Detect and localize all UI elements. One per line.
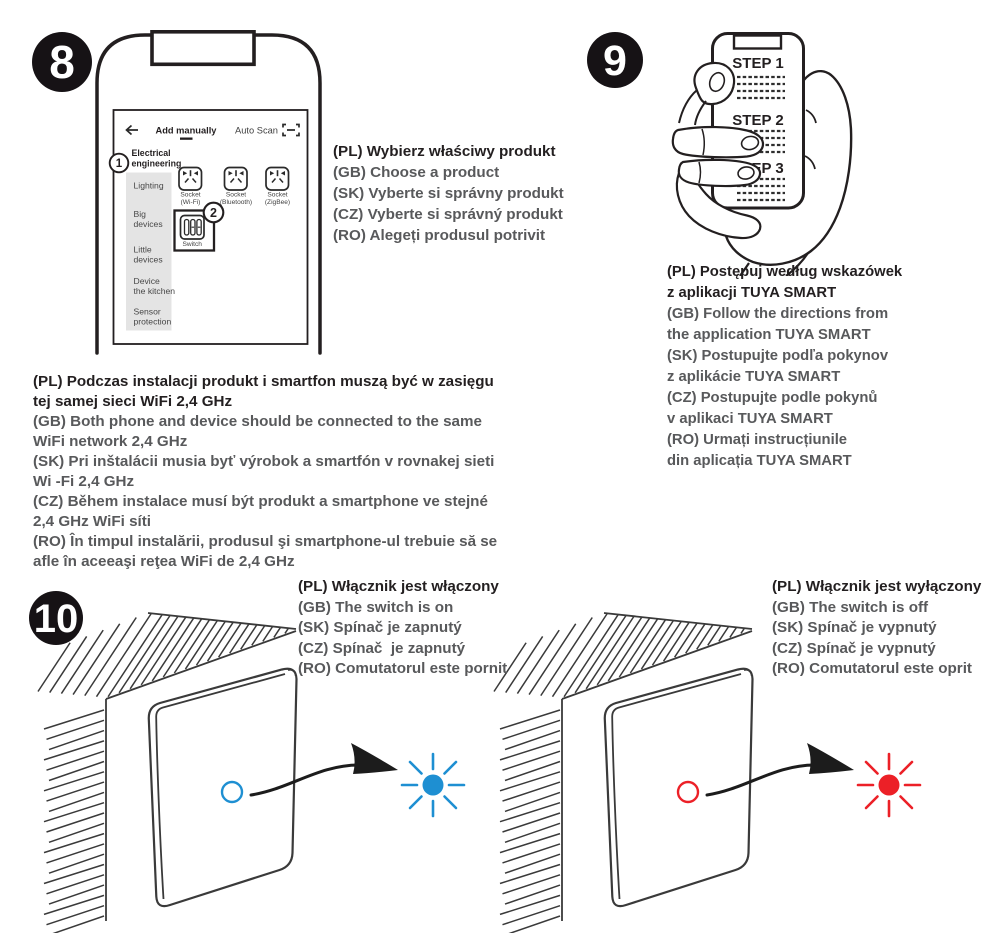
step10-badge: [29, 591, 83, 645]
step9-text-gb2: the application TUYA SMART: [667, 327, 871, 343]
wifi-note-ro1: (RO) În timpul instalării, produsul şi s…: [33, 533, 498, 550]
finger-lower: [677, 158, 762, 188]
thumb: [693, 61, 736, 106]
fingernail-upper: [740, 135, 760, 151]
step9-text-ro1: (RO) Urmați instrucțiunile: [667, 432, 848, 448]
step9-text-pl1: (PL) Postępuj według wskazówek: [667, 264, 903, 280]
step9-badge: [587, 32, 643, 88]
step8-text-gb: (GB) Choose a product: [333, 164, 500, 181]
tab-underline: [180, 137, 193, 140]
category-title-line1: Electrical: [132, 148, 171, 158]
tile-switch: Switch 2: [173, 201, 225, 252]
wrist-lines: [739, 252, 809, 276]
hand-mass: [675, 170, 762, 240]
switch-off-gb: (GB) The switch is off: [772, 598, 929, 616]
phone-notch: [150, 30, 256, 67]
callout-1-circle: [108, 152, 130, 174]
tile-socket-zigbee: Socket (ZigBee): [265, 166, 290, 206]
sidebar-item-big-devices-1: Big: [134, 209, 147, 219]
wifi-note-cz2: 2,4 GHz WiFi síti: [33, 513, 152, 530]
tile-label: Socket: [180, 192, 200, 199]
step1-label: STEP 1: [732, 55, 783, 72]
step9-text-cz2: v aplikaci TUYA SMART: [667, 411, 833, 427]
wifi-note-pl2: tej samej sieci WiFi 2,4 GHz: [33, 393, 233, 410]
knuckle-lines: [804, 109, 817, 170]
step9-text-sk2: z aplikácie TUYA SMART: [667, 369, 841, 385]
step8-text-sk: (SK) Vyberte si správny produkt: [333, 185, 564, 202]
wifi-note-block: (PL) Podczas instalacji produkt i smartf…: [33, 372, 497, 572]
phone9-notch: [732, 34, 783, 50]
wifi-note-sk1: (SK) Pri inštalácii musia byť výrobok a …: [33, 453, 495, 470]
step8-text-block: (PL) Wybierz właściwy produkt (GB) Choos…: [333, 141, 564, 246]
phone8-illustration: Add manually Auto Scan 1 Electrical engi…: [95, 30, 322, 355]
wifi-note-pl1: (PL) Podczas instalacji produkt i smartf…: [33, 373, 494, 390]
scan-frame-icon: [282, 123, 300, 137]
step8-text-ro: (RO) Alegeți produsul potrivit: [333, 227, 546, 244]
sidebar-item-device-kitchen-1: Device: [134, 276, 160, 286]
step10-illustration: 10: [29, 591, 922, 933]
back-arrow-icon: [125, 124, 138, 136]
sidebar-item-lighting: Lighting: [134, 181, 164, 191]
switch-off-ro: (RO) Comutatorul este oprit: [772, 660, 972, 678]
switch-off-text-block: (PL) Włącznik jest wyłączony (GB) The sw…: [772, 577, 981, 680]
switch-tile-label: Switch: [182, 241, 202, 248]
wifi-note-sk2: Wi -Fi 2,4 GHz: [33, 473, 135, 490]
thumbnail: [708, 71, 726, 93]
tile-sublabel: (ZigBee): [265, 199, 290, 206]
finger-upper: [671, 125, 765, 159]
badge-number: 8: [49, 36, 75, 88]
sidebar-item-big-devices-2: devices: [134, 219, 163, 229]
wifi-note-cz1: (CZ) Během instalace musí být produkt a …: [33, 493, 488, 510]
switch-on-pl: (PL) Włącznik jest włączony: [298, 578, 499, 595]
thumb-base-lines: [678, 89, 707, 126]
step9-text-gb1: (GB) Follow the directions from: [667, 306, 889, 322]
switch-on-ro: (RO) Comutatorul este pornit: [298, 660, 508, 678]
tile-label: Socket: [267, 192, 287, 199]
step9-text-cz1: (CZ) Postupujte podle pokynů: [667, 390, 878, 406]
tile-sublabel: (Bluetooth): [220, 199, 252, 206]
sidebar-item-little-devices-1: Little: [134, 245, 152, 255]
callout-2-number: 2: [210, 206, 217, 220]
tab-auto-scan: Auto Scan: [235, 126, 278, 136]
switch-off-cz: (CZ) Spínač je vypnutý: [772, 639, 936, 657]
step2-label: STEP 2: [732, 112, 783, 129]
category-title-line2: engineering: [132, 159, 182, 169]
fingernail-lower: [737, 166, 755, 180]
finger-creases: [698, 128, 706, 184]
step8-text-pl: (PL) Wybierz właściwy produkt: [333, 143, 556, 160]
switch-off-sk: (SK) Spínač je vypnutý: [772, 619, 937, 637]
sidebar-item-little-devices-2: devices: [134, 255, 163, 265]
step9-illustration: 9 STEP 1 STEP 2 STEP 3: [587, 32, 853, 276]
sidebar-item-sensor-protection-1: Sensor: [134, 307, 161, 317]
sidebar-item-sensor-protection-2: protection: [134, 317, 172, 327]
callout-1-number: 1: [116, 158, 123, 170]
tile-label: Socket: [226, 192, 246, 199]
switch-on-cz: (CZ) Spínač je zapnutý: [298, 639, 466, 657]
callout-2-circle: [202, 201, 225, 224]
step8-text-cz: (CZ) Vyberte si správný produkt: [333, 206, 563, 223]
switch-on-sk: (SK) Spínač je zapnutý: [298, 619, 462, 637]
wifi-note-ro2: afle în aceeaşi reţea WiFi de 2,4 GHz: [33, 553, 295, 570]
tile-socket-wifi: Socket (Wi-Fi): [178, 166, 203, 206]
step9-text-ro2: din aplicația TUYA SMART: [667, 453, 852, 469]
badge-number: 9: [603, 37, 627, 85]
step9-text-pl2: z aplikacji TUYA SMART: [667, 285, 837, 301]
tile-socket-bluetooth: Socket (Bluetooth): [220, 166, 252, 206]
switch-on-text-block: (PL) Włącznik jest włączony (GB) The swi…: [298, 577, 507, 680]
sidebar-panel: [126, 172, 172, 331]
switch-off-pl: (PL) Włącznik jest wyłączony: [772, 578, 982, 595]
badge-circle: [32, 32, 92, 92]
tab-add-manually: Add manually: [156, 126, 218, 136]
wifi-note-gb1: (GB) Both phone and device should be con…: [33, 413, 482, 430]
sidebar-items: Lighting Big devices Little devices Devi…: [134, 181, 176, 327]
tile-sublabel: (Wi-Fi): [181, 199, 201, 206]
product-tiles: Socket (Wi-Fi) Socket (Bluetooth) Socket…: [178, 166, 290, 206]
step9-text-sk1: (SK) Postupujte podľa pokynov: [667, 348, 889, 364]
step8-badge: 8: [32, 32, 92, 92]
sidebar-item-device-kitchen-2: the kitchen: [134, 286, 176, 296]
step9-text-block: (PL) Postępuj według wskazówek z aplikac…: [667, 262, 902, 472]
switch-on-gb: (GB) The switch is on: [298, 598, 454, 616]
badge-number: 10: [34, 597, 79, 641]
wifi-note-gb2: WiFi network 2,4 GHz: [33, 433, 188, 450]
